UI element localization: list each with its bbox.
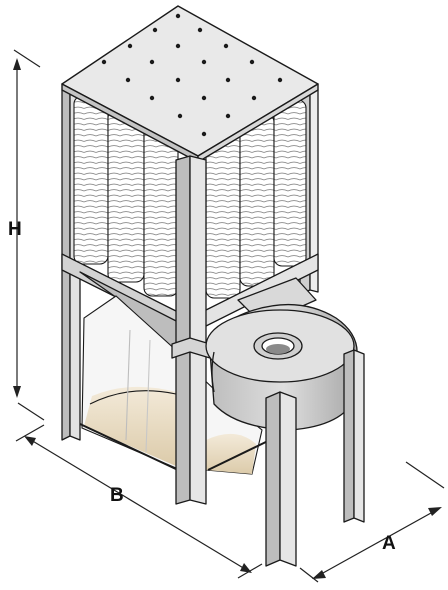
depth-label: A: [382, 533, 396, 554]
top-lid: [61, 5, 319, 163]
height-label: H: [8, 219, 22, 240]
depth-dimension: [299, 461, 445, 583]
filter-bags-left: [73, 95, 179, 297]
width-label: B: [110, 485, 124, 506]
lid-bolts: [101, 13, 283, 137]
height-dimension: [13, 49, 45, 421]
width-dimension: [15, 424, 263, 579]
blower-legs: [265, 349, 365, 567]
front-legs: [79, 155, 271, 505]
blower-housing: [205, 277, 358, 431]
